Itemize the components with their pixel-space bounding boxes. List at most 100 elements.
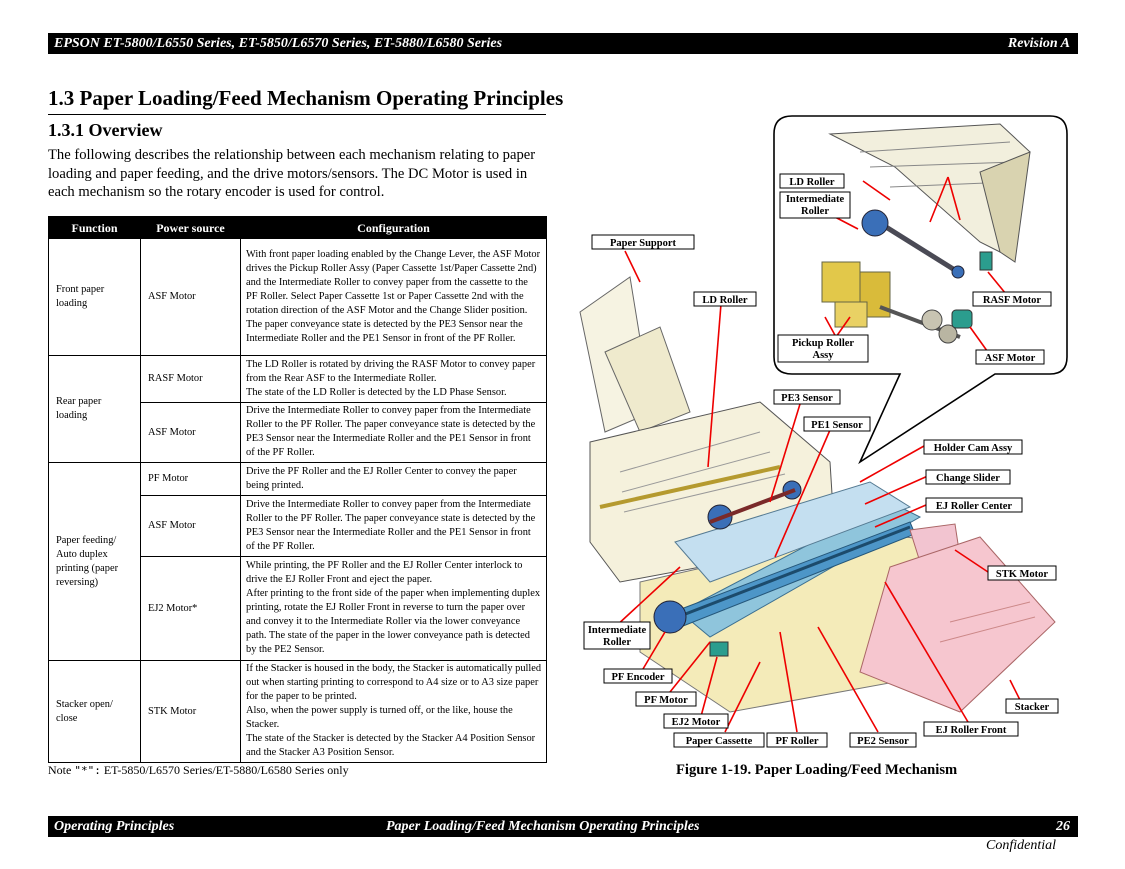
header-series: EPSON ET-5800/L6550 Series, ET-5850/L657… [54,36,503,51]
svg-text:PE3 Sensor: PE3 Sensor [781,393,833,404]
source-cell: ASF Motor [140,238,241,356]
label-pf-roller: PF Roller [766,732,828,748]
label-pe2-sensor: PE2 Sensor [849,732,917,748]
config-cell: With front paper loading enabled by the … [240,238,547,356]
footer-bar: Operating Principles Paper Loading/Feed … [48,816,1078,837]
printer-body [579,276,1056,713]
config-cell: The LD Roller is rotated by driving the … [240,355,547,403]
svg-text:STK Motor: STK Motor [996,569,1049,580]
svg-text:ASF Motor: ASF Motor [985,353,1036,364]
config-cell: Drive the Intermediate Roller to convey … [240,495,547,557]
label-paper-cassette: Paper Cassette [673,732,765,748]
svg-text:EJ Roller Center: EJ Roller Center [936,501,1013,512]
label-pickup-roller-assy: Pickup Roller Assy [777,334,869,363]
table-header-row: Function Power source Configuration [48,216,547,239]
table-note: Note "*": ET-5850/L6570 Series/ET-5880/L… [48,763,349,778]
source-cell: ASF Motor [140,495,241,557]
table-row: Stacker open/ close STK Motor If the Sta… [48,660,547,763]
config-paragraph: The state of the LD Roller is detected b… [246,386,507,398]
inset-bubble [773,115,1068,465]
label-intermediate-roller: Intermediate Roller [583,621,651,650]
function-cell: Rear paper loading [48,355,141,463]
header-configuration: Configuration [240,216,547,239]
subsection-title: 1.3.1 Overview [48,120,163,140]
config-cell: Drive the PF Roller and the EJ Roller Ce… [240,462,547,496]
config-paragraph: With front paper loading enabled by the … [246,248,541,316]
svg-text:RASF Motor: RASF Motor [983,295,1042,306]
confidential-mark: Confidential [986,838,1056,853]
svg-text:PF Motor: PF Motor [644,695,688,706]
label-asf-motor: ASF Motor [975,349,1045,365]
function-cell: Paper feeding/ Auto duplex printing (pap… [48,462,141,661]
config-paragraph: After printing to the front side of the … [246,588,541,655]
svg-text:EJ2 Motor: EJ2 Motor [672,717,721,728]
svg-text:Assy: Assy [812,350,834,361]
leader-lines [614,176,1021,733]
footer-section: Paper Loading/Feed Mechanism Operating P… [386,819,700,834]
table-row: Front paper loading ASF Motor With front… [48,238,547,356]
header-revision: Revision A [1007,36,1070,51]
svg-text:Paper Support: Paper Support [610,238,677,249]
svg-text:Change Slider: Change Slider [936,473,1000,484]
source-cell: PF Motor [140,462,241,496]
label-paper-support: Paper Support [591,234,695,250]
note-prefix: Note [48,763,72,777]
page-number: 26 [1056,819,1070,834]
config-paragraph: The state of the Stacker is detected by … [246,733,536,758]
svg-text:Roller: Roller [603,637,631,648]
source-cell: RASF Motor [140,355,241,403]
label-stk-motor: STK Motor [987,565,1057,581]
svg-text:LD Roller: LD Roller [789,177,835,188]
source-cell: ASF Motor [140,402,241,463]
config-paragraph: If the Stacker is housed in the body, th… [246,663,542,702]
label-pe1-sensor: PE1 Sensor [803,416,871,432]
label-ej2-motor: EJ2 Motor [663,713,729,729]
label-intermediate-roller-inset: Intermediate Roller [779,191,851,219]
mechanism-diagram: LD Roller Intermediate Roller RASF Motor… [579,115,1068,748]
svg-text:Intermediate: Intermediate [588,625,647,636]
label-pf-encoder: PF Encoder [603,668,673,684]
label-holder-cam-assy: Holder Cam Assy [923,439,1023,455]
label-change-slider: Change Slider [925,469,1011,485]
config-paragraph: The paper conveyance state is detected b… [246,318,523,344]
table-row: EJ2 Motor* While printing, the PF Roller… [49,556,547,661]
label-stacker: Stacker [1005,698,1059,714]
label-pf-motor: PF Motor [635,691,697,707]
header-power-source: Power source [140,216,241,239]
label-pe3-sensor: PE3 Sensor [773,389,841,405]
table-row: ASF Motor Drive the Intermediate Roller … [49,402,547,463]
function-cell: Front paper loading [48,238,141,356]
svg-text:Pickup Roller: Pickup Roller [792,338,854,349]
svg-text:LD Roller: LD Roller [702,295,748,306]
figure-caption: Figure 1-19. Paper Loading/Feed Mechanis… [676,762,958,778]
svg-text:Intermediate: Intermediate [786,194,845,205]
header-bar: EPSON ET-5800/L6550 Series, ET-5850/L657… [48,33,1078,54]
config-cell: While printing, the PF Roller and the EJ… [240,556,547,661]
footer-chapter: Operating Principles [54,819,175,834]
label-ej-roller-front: EJ Roller Front [923,721,1019,737]
svg-text:PE2 Sensor: PE2 Sensor [857,736,909,747]
label-ej-roller-center: EJ Roller Center [925,497,1023,513]
function-table: Function Power source Configuration Fron… [48,216,547,763]
svg-text:PE1 Sensor: PE1 Sensor [811,420,863,431]
svg-text:Roller: Roller [801,206,829,217]
svg-text:Stacker: Stacker [1015,702,1050,713]
header-function: Function [48,216,141,239]
config-paragraph: The LD Roller is rotated by driving the … [246,358,536,384]
svg-text:Holder Cam Assy: Holder Cam Assy [934,443,1013,454]
svg-text:EJ Roller Front: EJ Roller Front [936,725,1007,736]
config-cell: If the Stacker is housed in the body, th… [240,660,547,763]
label-ld-roller: LD Roller [693,291,757,307]
source-cell: STK Motor [140,660,241,763]
intro-paragraph: The following describes the relationship… [48,147,536,200]
config-paragraph: Also, when the power supply is turned of… [246,705,513,730]
config-cell: Drive the Intermediate Roller to convey … [240,402,547,463]
label-ld-roller-inset: LD Roller [779,173,845,189]
section-title: 1.3 Paper Loading/Feed Mechanism Operati… [48,86,563,115]
table-row: Rear paper loading RASF Motor The LD Rol… [48,355,547,463]
svg-text:PF Encoder: PF Encoder [612,672,665,683]
source-cell: EJ2 Motor* [140,556,241,661]
svg-text:PF Roller: PF Roller [775,736,818,747]
function-cell: Stacker open/ close [48,660,141,763]
note-mark: "*": [74,764,101,777]
